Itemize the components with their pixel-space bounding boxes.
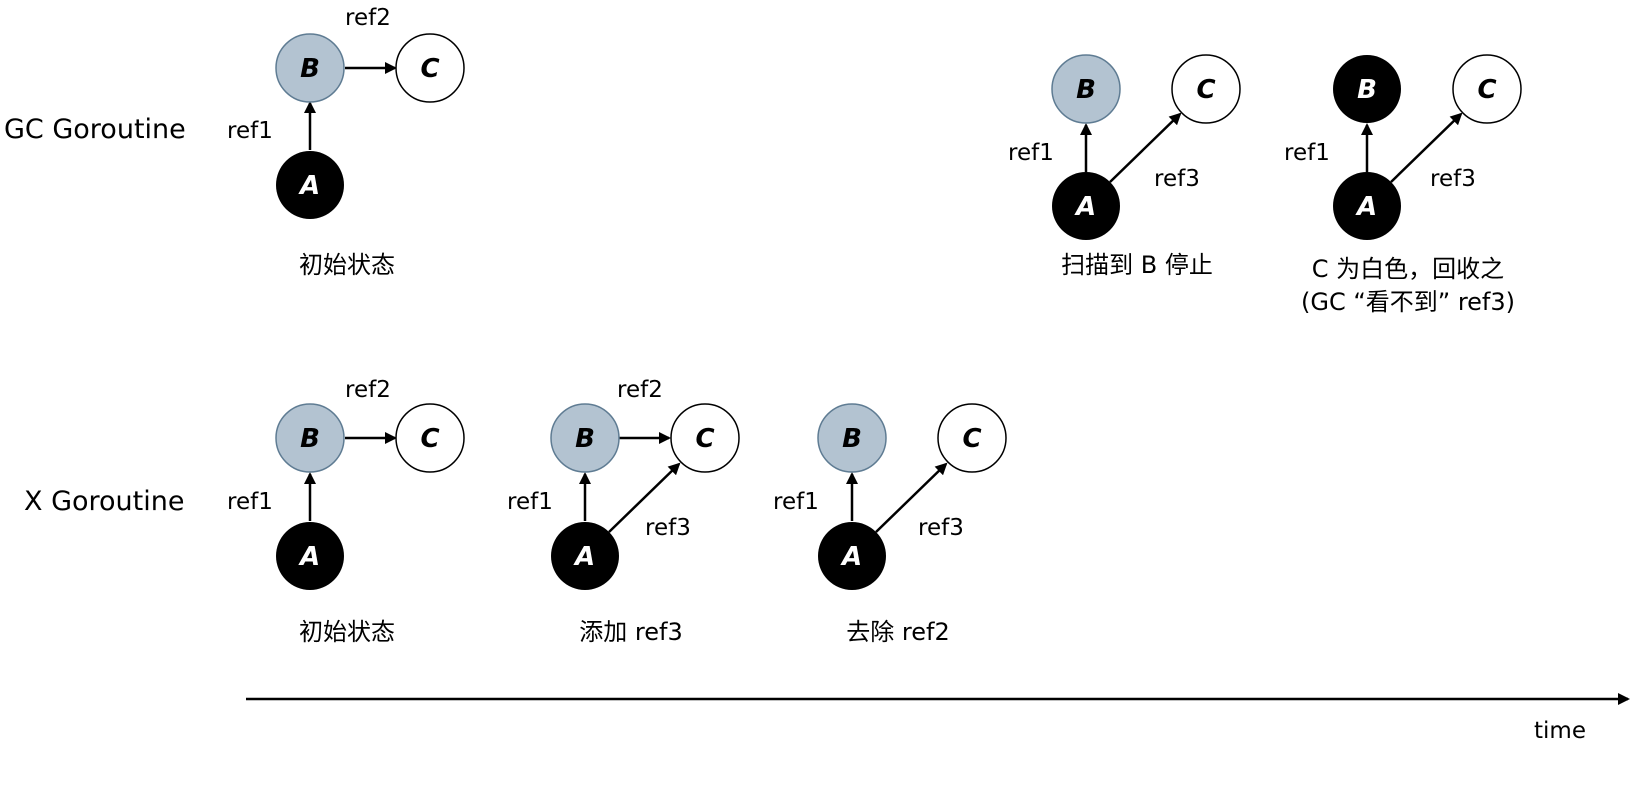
caption-gc-initial: 初始状态	[299, 251, 395, 279]
edge-label-ref3: ref3	[1154, 166, 1200, 192]
node-c-letter: C	[962, 424, 981, 454]
node-b-gray	[550, 403, 620, 473]
node-b-letter: B	[300, 54, 320, 84]
row-label-x-goroutine: X Goroutine	[24, 486, 184, 517]
node-c-letter: C	[420, 54, 439, 84]
time-axis-label: time	[1534, 718, 1586, 744]
caption-gc-scan-stop: 扫描到 B 停止	[1061, 251, 1213, 279]
node-b-gray	[1051, 54, 1121, 124]
edge-label-ref2: ref2	[345, 377, 391, 403]
node-a-black	[1333, 172, 1401, 240]
node-b-letter: B	[842, 424, 862, 454]
node-b-letter: B	[575, 424, 595, 454]
x-state-initial: B C A ref2 ref1 初始状态	[227, 377, 465, 646]
caption-gc-collect-line1: C 为白色，回收之	[1312, 255, 1504, 283]
edge-ref3	[875, 462, 948, 533]
node-a-black	[551, 522, 619, 590]
node-c-white	[1452, 54, 1522, 124]
gc-state-collect: B C A ref1 ref3 C 为白色，回收之 (GC “看不到” ref3…	[1284, 54, 1522, 316]
node-c-letter: C	[695, 424, 714, 454]
node-a-black	[1052, 172, 1120, 240]
edge-label-ref1: ref1	[507, 489, 553, 515]
caption-x-add-ref3: 添加 ref3	[579, 618, 682, 646]
node-b-gray	[817, 403, 887, 473]
node-a-letter: A	[1074, 192, 1096, 222]
node-c-letter: C	[420, 424, 439, 454]
node-a-letter: A	[298, 542, 320, 572]
node-a-letter: A	[573, 542, 595, 572]
edge-label-ref3: ref3	[918, 515, 964, 541]
edge-ref3	[1109, 112, 1182, 183]
node-b-letter: B	[300, 424, 320, 454]
row-label-gc-goroutine: GC Goroutine	[4, 114, 186, 145]
node-b-gray	[275, 33, 345, 103]
edge-label-ref1: ref1	[1284, 140, 1330, 166]
edge-label-ref1: ref1	[773, 489, 819, 515]
node-b-letter: B	[1357, 75, 1377, 105]
edge-label-ref3: ref3	[1430, 166, 1476, 192]
edge-label-ref1: ref1	[227, 489, 273, 515]
node-c-white	[1171, 54, 1241, 124]
node-a-letter: A	[298, 171, 320, 201]
node-c-letter: C	[1477, 75, 1496, 105]
node-c-white	[395, 403, 465, 473]
edge-ref3	[1390, 112, 1463, 183]
edge-label-ref1: ref1	[227, 118, 273, 144]
x-state-add-ref3: B C A ref2 ref1 ref3 添加 ref3	[507, 377, 740, 646]
node-c-white	[937, 403, 1007, 473]
gc-state-scan-stop: B C A ref1 ref3 扫描到 B 停止	[1008, 54, 1241, 279]
node-c-letter: C	[1196, 75, 1215, 105]
node-b-gray	[275, 403, 345, 473]
node-a-black	[818, 522, 886, 590]
node-a-letter: A	[1355, 192, 1377, 222]
edge-label-ref3: ref3	[645, 515, 691, 541]
x-state-remove-ref2: B C A ref1 ref3 去除 ref2	[773, 403, 1007, 646]
node-a-black	[276, 151, 344, 219]
node-b-black	[1333, 55, 1401, 123]
node-a-black	[276, 522, 344, 590]
caption-x-initial: 初始状态	[299, 618, 395, 646]
node-c-white	[670, 403, 740, 473]
caption-gc-collect-line2: (GC “看不到” ref3)	[1301, 288, 1515, 316]
edge-label-ref2: ref2	[617, 377, 663, 403]
edge-label-ref2: ref2	[345, 5, 391, 31]
edge-ref3	[608, 462, 681, 533]
gc-state-initial: B C A ref2 ref1 初始状态	[227, 5, 465, 279]
node-b-letter: B	[1076, 75, 1096, 105]
edge-label-ref1: ref1	[1008, 140, 1054, 166]
caption-x-remove-ref2: 去除 ref2	[846, 618, 949, 646]
node-a-letter: A	[840, 542, 862, 572]
node-c-white	[395, 33, 465, 103]
